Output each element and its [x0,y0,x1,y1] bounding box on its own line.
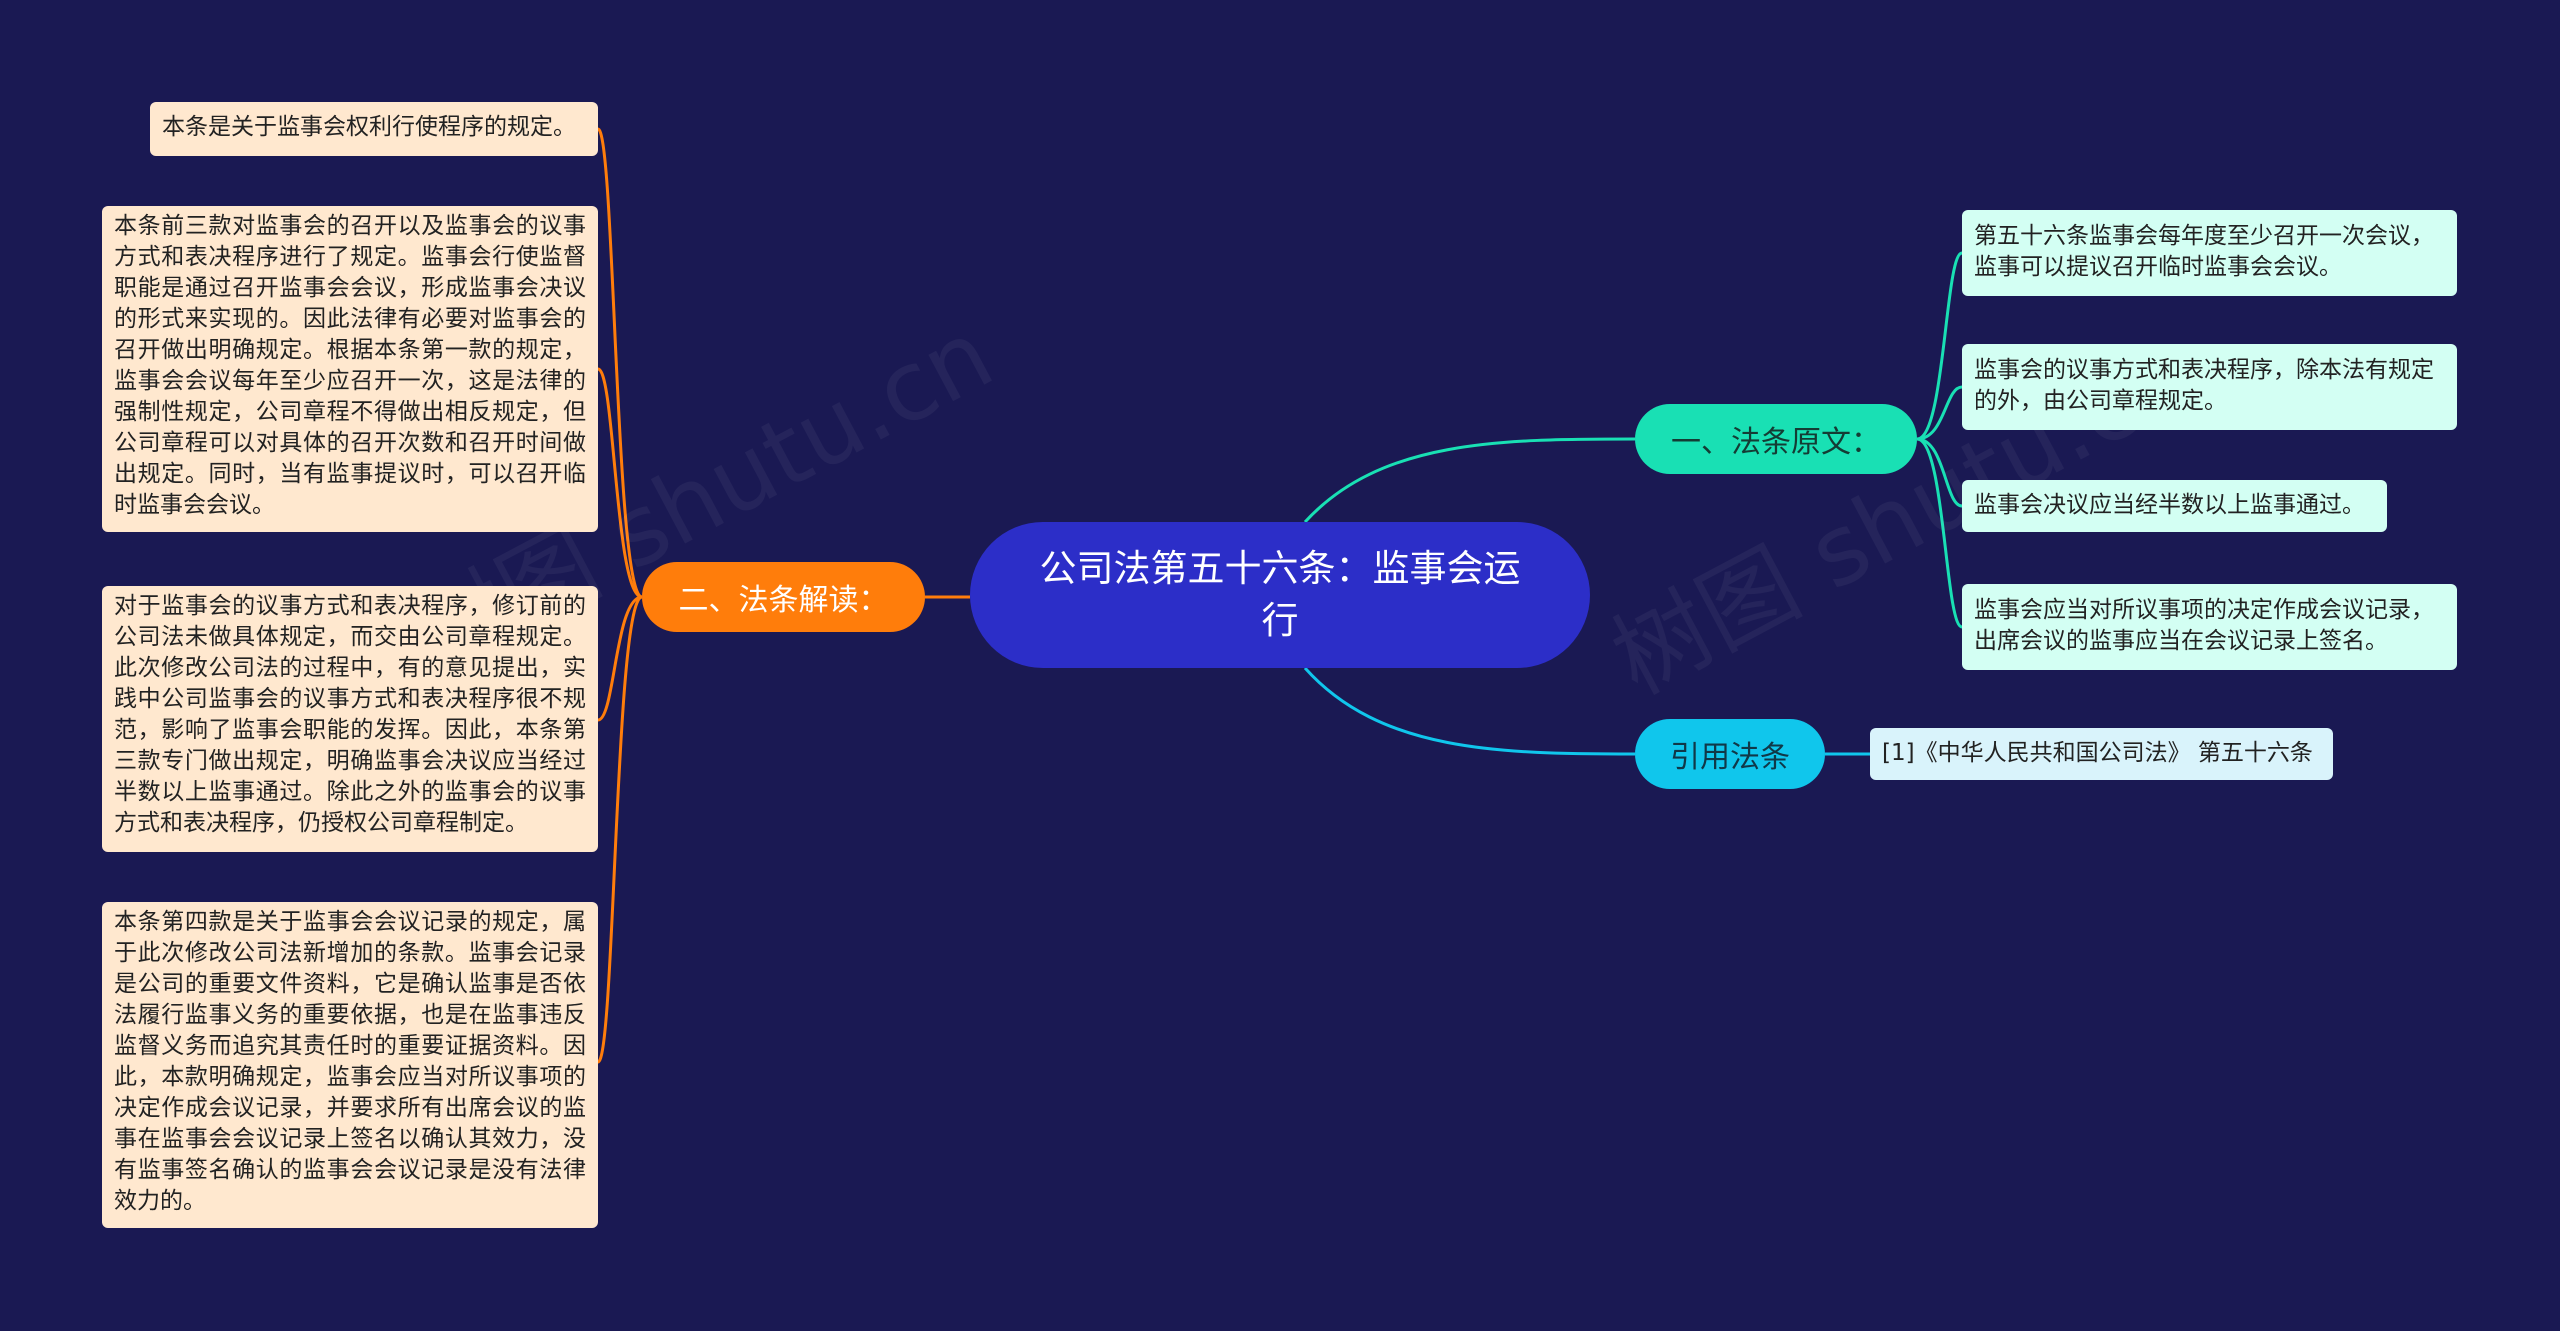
interpretation-item[interactable]: 本条是关于监事会权利行使程序的规定。 [150,102,598,156]
branch-interpretation[interactable]: 二、法条解读： [642,562,925,632]
link-original-leaf-1 [1916,251,1963,441]
interpretation-item[interactable]: 本条前三款对监事会的召开以及监事会的议事方式和表决程序进行了规定。监事会行使监督… [102,206,598,532]
link-interp-leaf-1 [596,127,644,599]
original-text-item[interactable]: 监事会决议应当经半数以上监事通过。 [1962,480,2387,532]
link-original-leaf-4 [1916,437,1963,629]
cited-law-item[interactable]: [1]《中华人民共和国公司法》 第五十六条 [1870,728,2333,780]
original-text-item[interactable]: 监事会应当对所议事项的决定作成会议记录，出席会议的监事应当在会议记录上签名。 [1962,584,2457,670]
link-interp-leaf-4 [596,595,644,1064]
link-central-reference [1303,667,1636,756]
link-interp-leaf-3 [597,595,643,722]
original-text-item[interactable]: 第五十六条监事会每年度至少召开一次会议，监事可以提议召开临时监事会会议。 [1962,210,2457,296]
central-topic[interactable]: 公司法第五十六条：监事会运行 [970,522,1590,668]
interpretation-item[interactable]: 对于监事会的议事方式和表决程序，修订前的公司法未做具体规定，而交由公司章程规定。… [102,586,598,852]
interpretation-item[interactable]: 本条第四款是关于监事会会议记录的规定，属于此次修改公司法新增加的条款。监事会记录… [102,902,598,1228]
link-original-leaf-3 [1916,437,1963,508]
link-interp-leaf-2 [596,367,643,599]
link-central-original [1303,437,1636,524]
branch-original-text[interactable]: 一、法条原文： [1635,404,1917,474]
original-text-item[interactable]: 监事会的议事方式和表决程序，除本法有规定的外，由公司章程规定。 [1962,344,2457,430]
link-original-leaf-2 [1916,385,1963,441]
branch-cited-law[interactable]: 引用法条 [1635,719,1825,789]
